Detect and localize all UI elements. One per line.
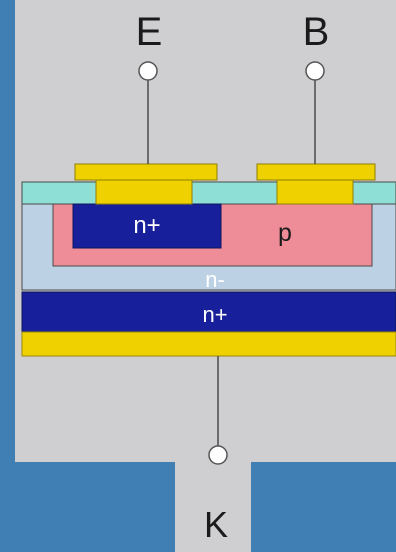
base-label: B <box>303 10 330 54</box>
base-terminal-icon <box>305 61 325 81</box>
n-plus-substrate-label: n+ <box>202 302 227 327</box>
base-metal-contact <box>276 179 354 205</box>
n-plus-substrate-region <box>21 291 396 333</box>
p-base-label: p <box>278 219 292 247</box>
n-plus-emitter-label: n+ <box>133 212 160 239</box>
n-minus-label: n- <box>205 267 225 292</box>
n-plus-emitter-region <box>72 203 222 249</box>
base-metal-top <box>256 163 376 181</box>
cathode-label-panel <box>175 462 251 552</box>
cathode-terminal-icon <box>208 445 228 465</box>
emitter-metal-top <box>74 163 218 181</box>
emitter-metal-contact <box>95 179 193 205</box>
emitter-label: E <box>136 10 163 54</box>
cathode-label: K <box>204 504 228 545</box>
cathode-metal-layer <box>21 331 396 357</box>
emitter-terminal-icon <box>138 61 158 81</box>
